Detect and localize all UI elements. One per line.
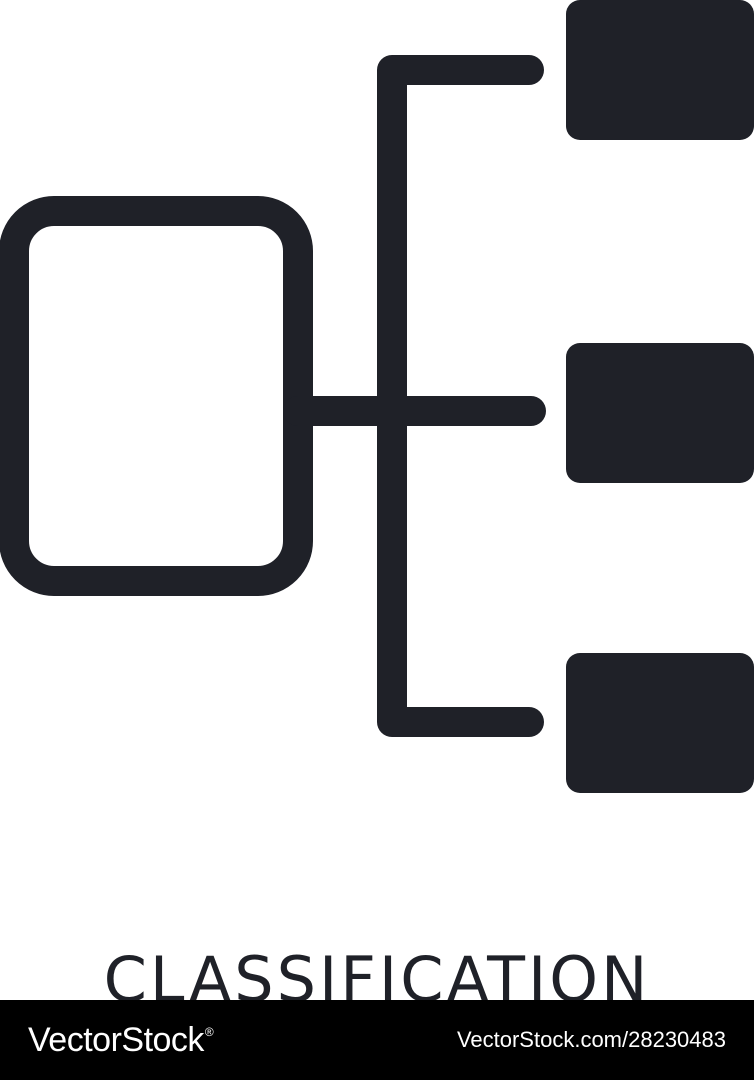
brand-name: VectorStock <box>28 1021 204 1059</box>
image-id: VectorStock.com/28230483 <box>456 1027 726 1052</box>
brand-logo: VectorStock® <box>28 1000 214 1080</box>
child-node-middle <box>566 343 754 483</box>
classification-icon <box>0 0 754 793</box>
child-node-bottom <box>566 653 754 793</box>
watermark-bar: VectorStock® VectorStock.com/28230483 <box>0 1000 754 1080</box>
brand-registered-mark: ® <box>204 1025 214 1039</box>
child-node-top <box>566 0 754 140</box>
tree-trunk <box>377 55 544 737</box>
parent-node <box>0 196 313 596</box>
